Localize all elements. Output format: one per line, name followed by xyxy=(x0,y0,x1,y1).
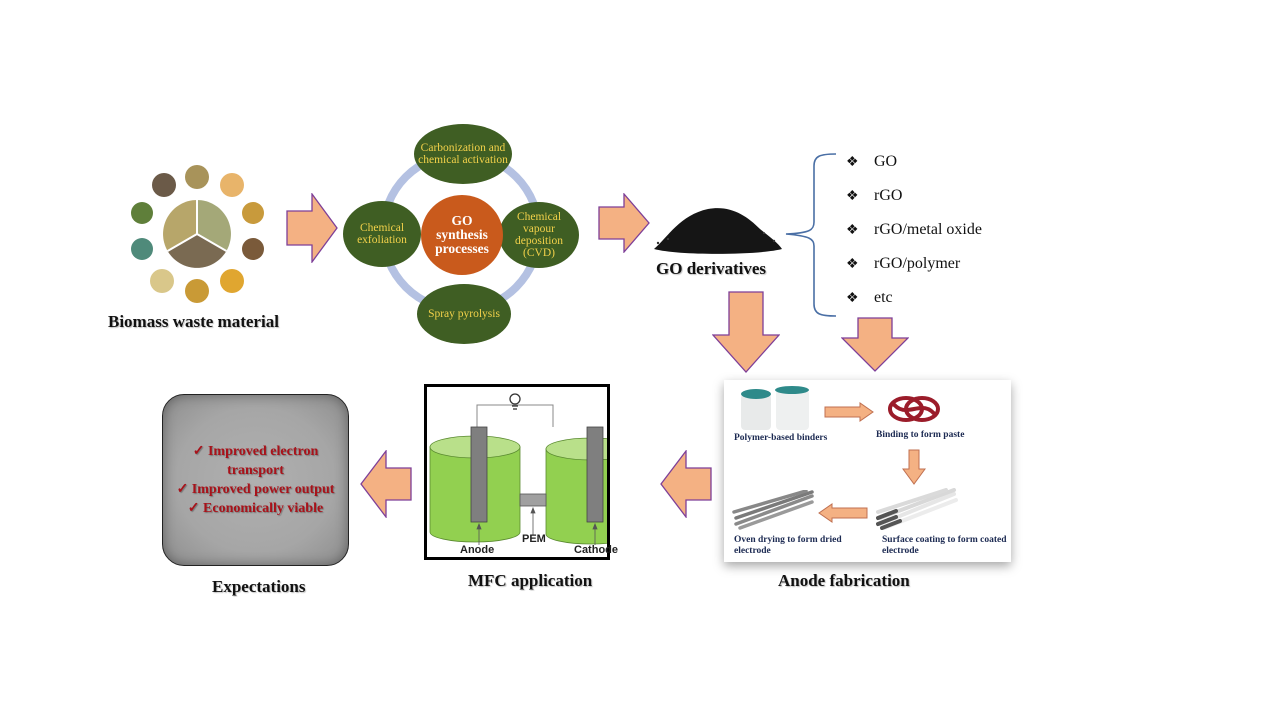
expectations-box: ✓ Improved electron transport ✓ Improved… xyxy=(162,394,349,566)
bullet-diamond-icon: ❖ xyxy=(846,223,859,238)
arrow-down-icon xyxy=(902,449,926,485)
anode-fabrication-panel: Polymer-based binders Binding to form pa… xyxy=(724,380,1011,562)
step-binders: Polymer-based binders xyxy=(734,433,828,443)
anode-electrode xyxy=(470,426,488,523)
derivative-item: ❖rGO/metal oxide xyxy=(846,221,982,238)
binder-jars-image xyxy=(741,386,809,430)
check-icon: ✓ xyxy=(176,482,189,497)
biomass-pie xyxy=(163,200,231,268)
derivative-item: ❖GO xyxy=(846,153,898,170)
light-bulb-icon xyxy=(509,393,521,410)
biomass-sample-thumbnails xyxy=(131,165,264,303)
biomass-caption: Biomass waste material xyxy=(108,312,279,331)
bullet-diamond-icon: ❖ xyxy=(846,155,859,170)
cathode-label: Cathode xyxy=(574,544,618,556)
pem-membrane xyxy=(519,493,547,507)
arrow-right-icon xyxy=(598,193,650,253)
circuit-wire xyxy=(476,404,554,427)
anode-fabrication-caption: Anode fabrication xyxy=(778,571,910,590)
expectation-item: ✓ Improved power output xyxy=(176,482,335,497)
anode-label: Anode xyxy=(460,544,495,556)
dried-electrodes-image xyxy=(732,490,814,530)
cathode-electrode xyxy=(586,426,604,523)
coated-electrodes-image xyxy=(876,488,958,530)
bullet-diamond-icon: ❖ xyxy=(846,291,859,306)
check-icon: ✓ xyxy=(192,444,205,459)
synthesis-cycle: Carbonization and chemical activation Ch… xyxy=(340,122,579,347)
arrow-down-icon xyxy=(841,317,909,372)
derivative-item: ❖rGO xyxy=(846,187,903,204)
arrow-left-icon xyxy=(360,450,412,518)
derivative-item: ❖rGO/polymer xyxy=(846,255,961,272)
paste-knot-image xyxy=(888,396,940,422)
expectation-item: ✓ Improved electron transport xyxy=(192,444,319,478)
derivative-item: ❖etc xyxy=(846,289,893,306)
arrow-left-icon xyxy=(660,450,712,518)
mfc-diagram: Anode PEM Cathode xyxy=(424,384,618,560)
step-surface-coating: Surface coating to form coated electrode xyxy=(882,535,1007,556)
arrow-right-icon xyxy=(286,193,338,263)
process-cvd: Chemical vapour deposition (CVD) xyxy=(499,202,579,268)
step-binding-paste: Binding to form paste xyxy=(876,430,965,440)
arrow-left-icon xyxy=(818,503,868,523)
process-carbonization: Carbonization and chemical activation xyxy=(414,124,512,184)
go-powder-image xyxy=(654,208,782,254)
mfc-caption: MFC application xyxy=(468,571,593,590)
step-oven-drying: Oven drying to form dried electrode xyxy=(734,535,842,556)
derivatives-caption: GO derivatives xyxy=(656,259,767,278)
arrow-down-icon xyxy=(712,291,780,373)
expectation-item: ✓ Economically viable xyxy=(187,501,324,516)
process-spray-pyrolysis: Spray pyrolysis xyxy=(417,284,511,344)
check-icon: ✓ xyxy=(187,501,200,516)
expectations-caption: Expectations xyxy=(212,577,306,596)
bullet-diamond-icon: ❖ xyxy=(846,257,859,272)
synthesis-center: GO synthesis processes xyxy=(421,195,503,275)
process-chemical-exfoliation: Chemical exfoliation xyxy=(343,201,421,267)
biomass-image xyxy=(128,165,266,303)
brace-icon xyxy=(785,153,837,317)
arrow-right-icon xyxy=(824,402,874,422)
bullet-diamond-icon: ❖ xyxy=(846,189,859,204)
pem-label: PEM xyxy=(522,533,546,545)
